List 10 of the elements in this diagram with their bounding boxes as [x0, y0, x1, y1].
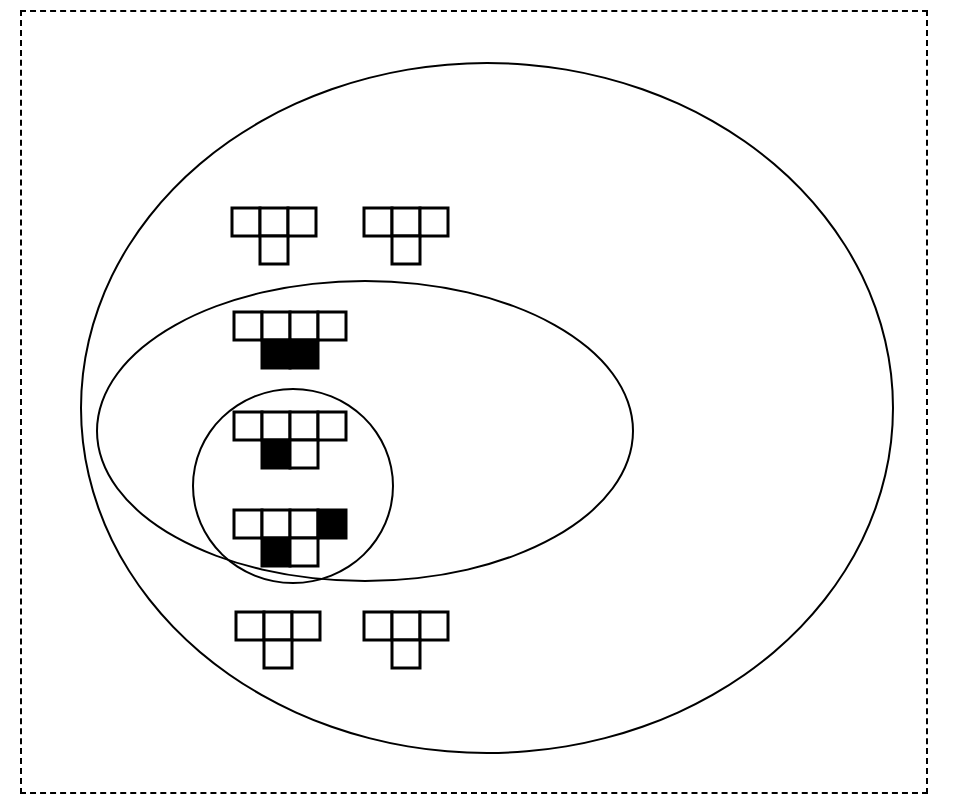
grid-shape-icon: [231, 507, 347, 567]
ellipse-outline: [95, 279, 633, 581]
circle-outline: [192, 388, 394, 584]
grid-shape-icon: [361, 205, 449, 265]
grid-shape-icon: [231, 409, 347, 469]
grid-shape-icon: [232, 310, 348, 370]
grid-shape-icon: [229, 205, 317, 265]
grid-shape-icon: [361, 609, 449, 669]
ellipse-outline: [80, 62, 894, 754]
grid-shape-icon: [233, 609, 321, 669]
